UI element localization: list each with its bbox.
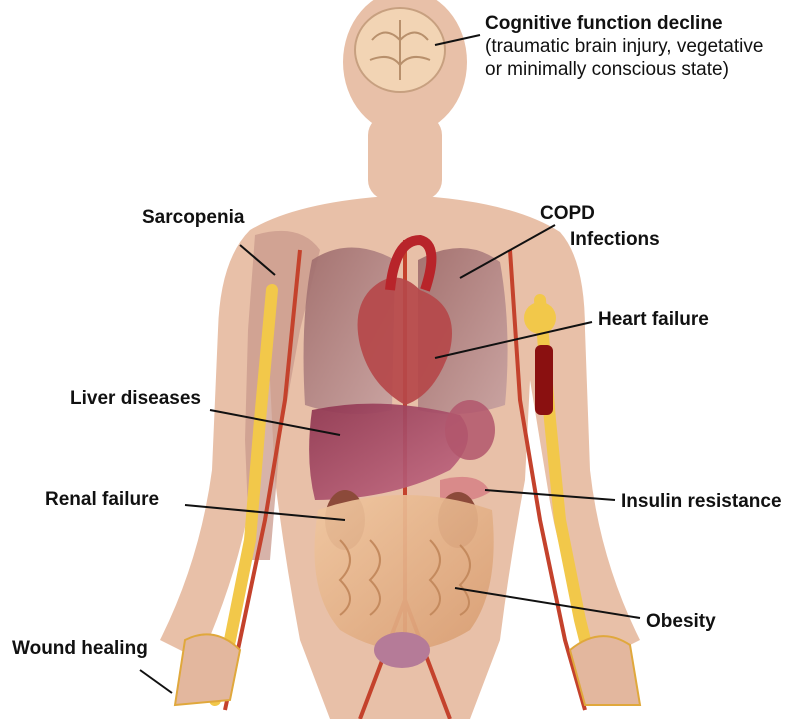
label-renal-failure: Renal failure (45, 488, 159, 511)
right-shoulder-joint (524, 302, 556, 334)
label-cognitive-line2: (traumatic brain injury, vegetative (485, 35, 763, 58)
label-cognitive-title: Cognitive function decline (485, 12, 763, 35)
label-copd: COPD (540, 202, 595, 225)
label-obesity: Obesity (646, 610, 716, 633)
stomach (445, 400, 495, 460)
left-hand (175, 634, 240, 705)
intestines (314, 495, 493, 650)
label-insulin-resistance: Insulin resistance (621, 490, 782, 513)
label-infections: Infections (570, 228, 660, 251)
label-sarcopenia: Sarcopenia (142, 206, 244, 229)
label-cognitive-line3: or minimally conscious state) (485, 58, 763, 81)
bladder (374, 632, 430, 668)
label-liver-diseases: Liver diseases (70, 387, 201, 410)
brain (355, 8, 445, 92)
label-cognitive: Cognitive function decline (traumatic br… (485, 12, 763, 81)
label-heart-failure: Heart failure (598, 308, 709, 331)
right-arm-marrow (535, 345, 553, 415)
label-wound-healing: Wound healing (12, 637, 148, 660)
